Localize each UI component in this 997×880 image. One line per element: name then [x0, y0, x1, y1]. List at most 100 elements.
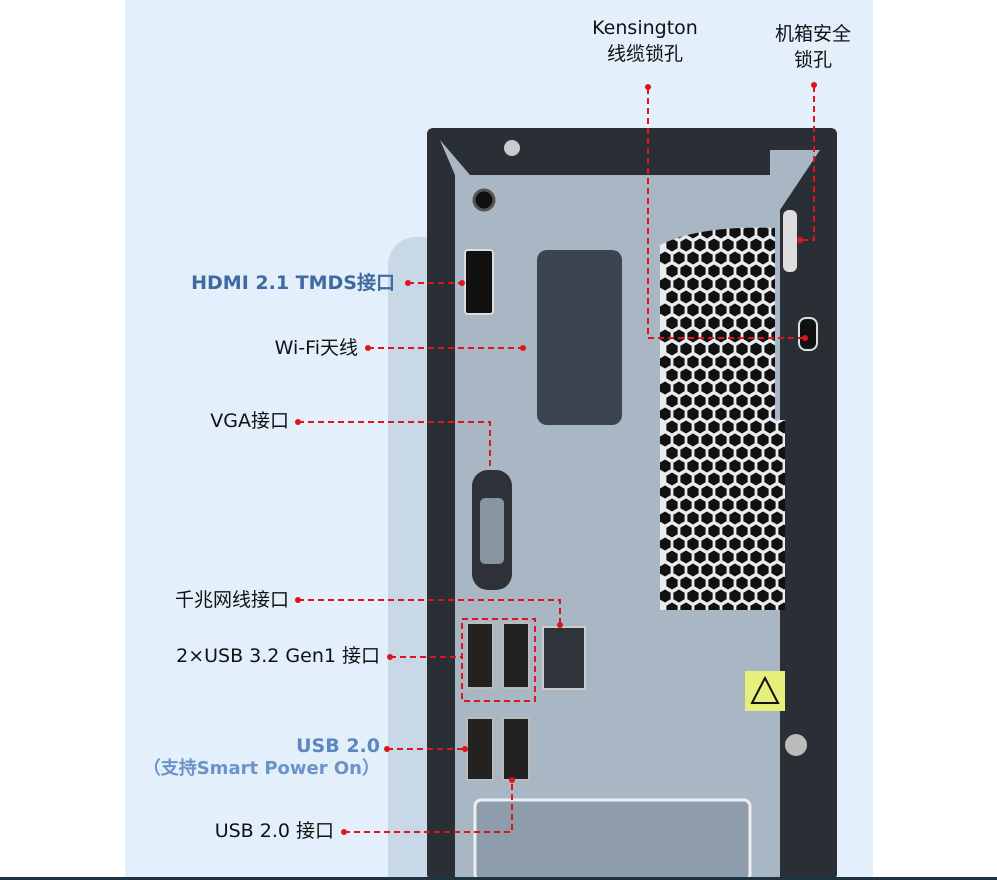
vent-hole — [680, 316, 692, 330]
vent-hole — [694, 264, 706, 278]
vent-hole — [708, 238, 720, 252]
vent-hole — [701, 407, 713, 421]
vent-hole — [701, 589, 713, 603]
chassis-lock-label-line1: 机箱安全 — [774, 23, 851, 45]
vent-hole — [757, 537, 769, 551]
vent-hole — [743, 433, 755, 447]
vent-hole — [729, 459, 741, 473]
usb20-spo-label-line2: （支持Smart Power On） — [142, 757, 380, 779]
vent-hole — [729, 589, 741, 603]
vent-hole — [687, 407, 699, 421]
vent-hole — [715, 381, 727, 395]
vent-hole — [680, 368, 692, 382]
vent-hole — [764, 446, 776, 460]
vent-hole — [680, 290, 692, 304]
vent-hole — [743, 329, 755, 343]
vent-hole — [764, 342, 776, 356]
vent-hole — [701, 303, 713, 317]
vent-hole — [764, 394, 776, 408]
vent-hole — [736, 394, 748, 408]
kensington-label: Kensington 线缆锁孔 — [575, 16, 715, 67]
vent-hole — [750, 524, 762, 538]
vent-hole — [722, 264, 734, 278]
vent-hole — [687, 251, 699, 265]
vent-hole — [694, 498, 706, 512]
vent-hole — [743, 227, 755, 239]
vent-hole — [694, 238, 706, 252]
vent-hole — [680, 524, 692, 538]
vent-hole — [750, 446, 762, 460]
usb20-port-2 — [502, 717, 530, 781]
vent-hole — [673, 251, 685, 265]
vent-hole — [736, 498, 748, 512]
vent-hole — [722, 524, 734, 538]
vent-hole — [673, 433, 685, 447]
vent-hole — [715, 355, 727, 369]
vent-hole — [687, 433, 699, 447]
vent-hole — [757, 303, 769, 317]
vent-hole — [757, 277, 769, 291]
lan-label: 千兆网线接口 — [174, 589, 289, 611]
vent-hole — [715, 251, 727, 265]
vent-hole — [736, 290, 748, 304]
usb20-label: USB 2.0 接口 — [214, 820, 334, 842]
vent-hole — [722, 550, 734, 564]
vent-hole — [736, 524, 748, 538]
vent-hole — [743, 381, 755, 395]
vent-hole — [673, 537, 685, 551]
vent-hole — [701, 329, 713, 343]
vent-hole — [680, 420, 692, 434]
vent-hole — [764, 420, 776, 434]
chassis-lock-label-line2: 锁孔 — [793, 48, 832, 71]
vent-hole — [701, 355, 713, 369]
expansion-slot-cover — [473, 798, 752, 880]
vent-hole — [708, 316, 720, 330]
vent-hole — [660, 329, 671, 343]
vent-hole — [778, 472, 785, 486]
vent-hole — [757, 485, 769, 499]
vent-hole — [680, 550, 692, 564]
leader-lines — [298, 86, 815, 833]
vent-hole — [708, 550, 720, 564]
vent-hole — [757, 227, 769, 239]
ethernet-port — [542, 626, 586, 690]
vent-hole — [701, 485, 713, 499]
vent-hole — [687, 303, 699, 317]
vent-hole — [729, 485, 741, 499]
vent-hole — [680, 394, 692, 408]
vent-hole — [750, 238, 762, 252]
vent-hole — [680, 342, 692, 356]
vent-hole — [666, 264, 678, 278]
vent-hole — [743, 459, 755, 473]
vent-hole — [673, 511, 685, 525]
vent-hole — [715, 459, 727, 473]
vent-hole — [750, 264, 762, 278]
bottom-bar — [0, 877, 997, 880]
vent-hole — [701, 511, 713, 525]
vent-hole — [757, 329, 769, 343]
vent-hole — [660, 485, 671, 499]
vent-hole — [666, 342, 678, 356]
vent-hole — [715, 303, 727, 317]
vent-hole — [722, 602, 734, 610]
vent-hole — [666, 238, 678, 252]
vent-hole — [666, 316, 678, 330]
vent-hole — [764, 524, 776, 538]
vent-hole — [694, 550, 706, 564]
vent-hole — [722, 498, 734, 512]
vent-hole — [736, 446, 748, 460]
vent-hole — [673, 589, 685, 603]
vent-hole — [687, 589, 699, 603]
vent-hole — [757, 251, 769, 265]
vent-hole — [701, 433, 713, 447]
usb20-port-1 — [466, 717, 494, 781]
vent-hole — [729, 563, 741, 577]
vent-hole — [666, 420, 678, 434]
vent-hole — [694, 316, 706, 330]
vent-hole — [750, 472, 762, 486]
vent-hole — [694, 368, 706, 382]
vent-hole — [743, 511, 755, 525]
vent-hole — [722, 316, 734, 330]
vent-hole — [778, 524, 785, 538]
vent-hole — [764, 602, 776, 610]
